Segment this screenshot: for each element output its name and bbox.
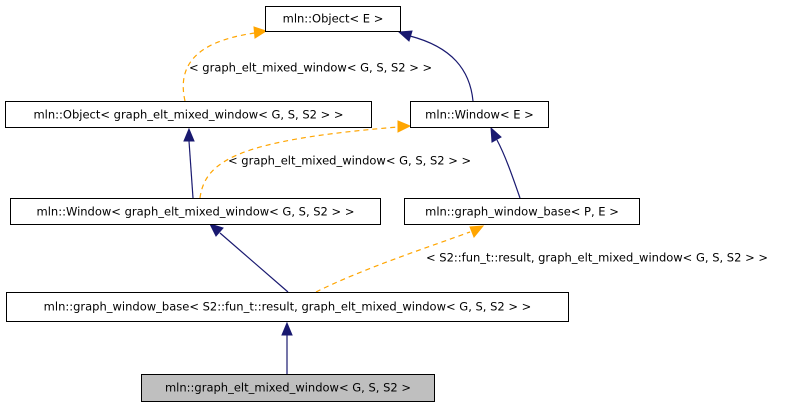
arrowhead-object-e [397,30,413,42]
edge-window-gemw-to-object-gemw [188,140,194,199]
node-graph-window-base-s2[interactable]: mln::graph_window_base< S2::fun_t::resul… [6,292,569,322]
node-graph-elt-mixed-window-label: mln::graph_elt_mixed_window< G, S, S2 > [165,381,411,395]
node-window-e[interactable]: mln::Window< E > [410,101,549,128]
node-graph-window-base-pe[interactable]: mln::graph_window_base< P, E > [404,198,640,225]
edge-gwb-s2-to-window-gemw [219,232,289,293]
arrowhead-window-gemw [209,223,224,237]
arrowhead-gwb-s2 [281,321,293,336]
node-graph-elt-mixed-window[interactable]: mln::graph_elt_mixed_window< G, S, S2 > [141,374,435,402]
arrowhead-window-e [490,126,502,143]
node-graph-window-base-s2-label: mln::graph_window_base< S2::fun_t::resul… [44,300,532,314]
node-object-gemw-label: mln::Object< graph_elt_mixed_window< G, … [33,108,343,122]
node-window-e-label: mln::Window< E > [425,108,534,122]
edge-window-e-to-object-e [409,35,474,102]
node-window-gemw-label: mln::Window< graph_elt_mixed_window< G, … [37,205,355,219]
arrowhead-window-e-template [397,120,412,133]
edge-label-window-template: < graph_elt_mixed_window< G, S, S2 > > [228,154,471,168]
edge-window-gemw-template [199,126,399,199]
node-object-e[interactable]: mln::Object< E > [265,6,401,32]
edge-label-gwb-template: < S2::fun_t::result, graph_elt_mixed_win… [426,251,768,265]
node-graph-window-base-pe-label: mln::graph_window_base< P, E > [425,205,619,219]
arrowhead-object-e-template [253,26,268,39]
arrowhead-gwb-pe-template [469,225,485,238]
edge-object-gemw-template [182,32,256,102]
node-window-gemw[interactable]: mln::Window< graph_elt_mixed_window< G, … [10,198,381,225]
node-object-gemw[interactable]: mln::Object< graph_elt_mixed_window< G, … [5,101,372,128]
edge-gwb-s2-template [315,231,471,293]
edge-gwb-pe-to-window-e [496,139,521,199]
arrowhead-object-gemw [183,127,195,142]
edge-label-object-template: < graph_elt_mixed_window< G, S, S2 > > [189,61,432,75]
node-object-e-label: mln::Object< E > [283,12,384,26]
